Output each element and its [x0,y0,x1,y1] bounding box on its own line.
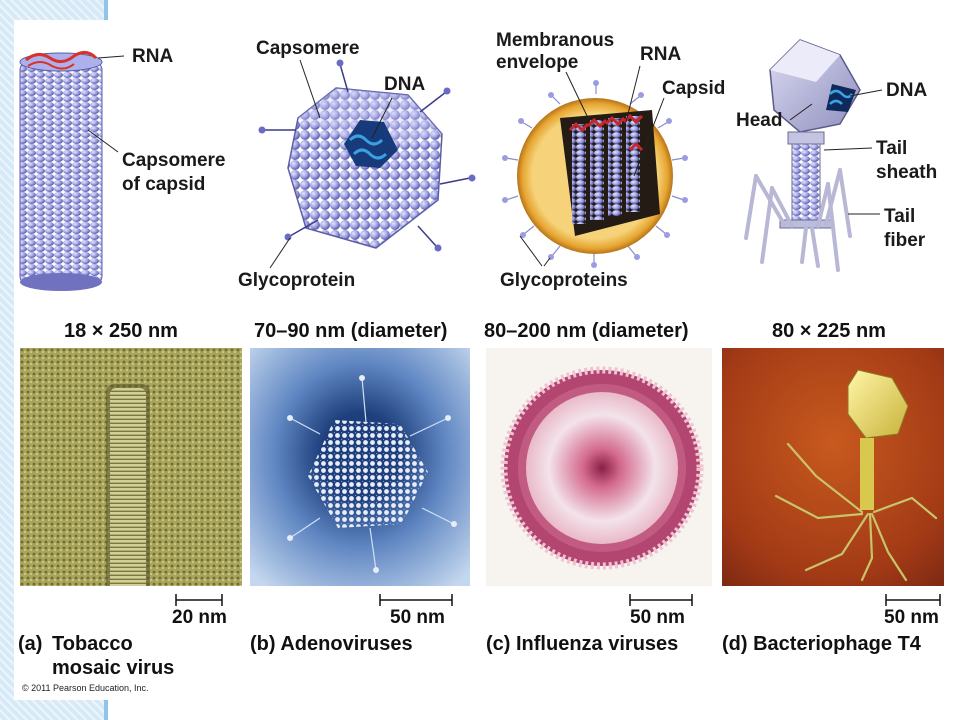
t4-tail-fiber-label: Tail [884,206,916,227]
tmv-capsomere-label-2: of capsid [122,174,206,195]
caption-a-line1: Tobacco [52,633,133,655]
caption-c: (c) Influenza viruses [486,633,679,655]
adenovirus-drawing [258,59,476,269]
adeno-capsomere-label: Capsomere [256,38,360,59]
t4-tail-fiber-label-2: fiber [884,230,926,251]
t4-head-label: Head [736,110,783,131]
caption-a-line2: mosaic virus [52,657,175,679]
tmv-rna-label: RNA [132,46,174,67]
t4-dna-label: DNA [886,80,928,101]
scale-label-a: 20 nm [172,607,227,628]
size-tmv: 18 × 250 nm [64,320,178,342]
flu-rna-label: RNA [640,44,682,65]
t4-tail-sheath-label: Tail [876,138,908,159]
flu-glycoproteins-label: Glycoproteins [500,270,628,291]
adenovirus-micrograph [250,348,470,586]
caption-a-letter: (a) [18,633,43,655]
scale-label-c: 50 nm [630,607,685,628]
adeno-dna-label: DNA [384,74,426,95]
tmv-micrograph [20,348,242,586]
size-influenza: 80–200 nm (diameter) [484,320,689,342]
influenza-drawing [502,65,688,268]
scale-label-d: 50 nm [884,607,939,628]
tmv-capsomere-label: Capsomere [122,150,226,171]
caption-b: (b) Adenoviruses [250,633,413,655]
tmv-drawing [19,51,125,291]
flu-envelope-label-2: envelope [496,52,579,73]
caption-d: (d) Bacteriophage T4 [722,633,921,655]
t4-micrograph [722,348,944,586]
t4-tail-sheath-label-2: sheath [876,162,938,183]
adeno-glycoprotein-label: Glycoprotein [238,270,356,291]
flu-envelope-label: Membranous [496,30,615,51]
size-t4: 80 × 225 nm [772,320,886,342]
influenza-micrograph [486,348,712,586]
flu-capsid-label: Capsid [662,78,726,99]
copyright-notice: © 2011 Pearson Education, Inc. [22,683,149,693]
scale-label-b: 50 nm [390,607,445,628]
size-adenovirus: 70–90 nm (diameter) [254,320,448,342]
t4-drawing [744,39,883,272]
